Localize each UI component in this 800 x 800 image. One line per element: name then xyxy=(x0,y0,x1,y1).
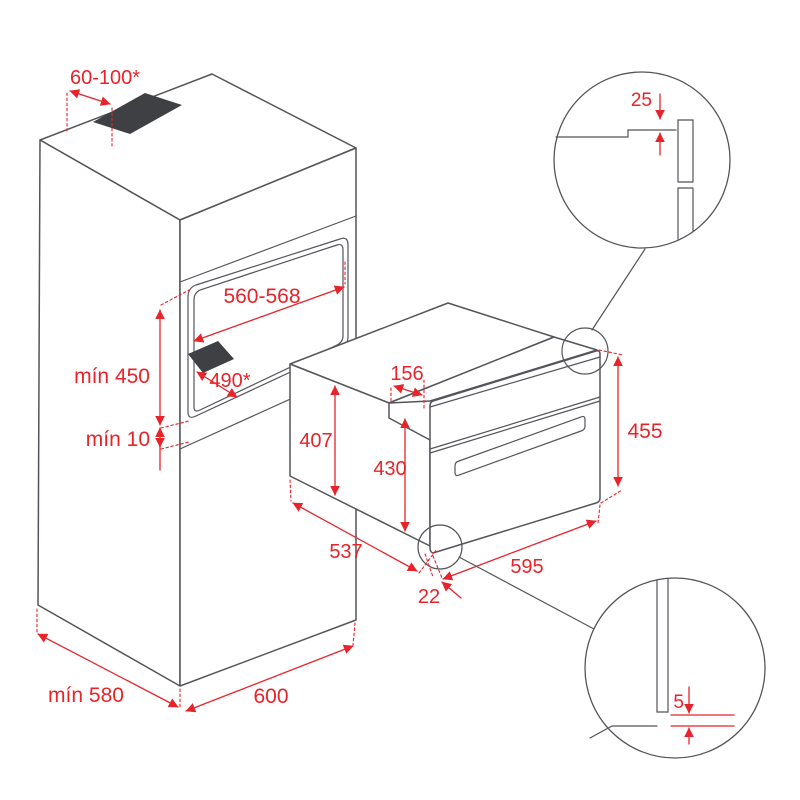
dim-leader-arrow xyxy=(441,581,462,599)
dim-front-height-label: 455 xyxy=(627,420,662,443)
ext-line xyxy=(160,289,190,306)
ext-line xyxy=(600,489,623,504)
ext-line xyxy=(289,479,292,502)
dim-arrow xyxy=(292,502,418,572)
ext-line xyxy=(598,349,624,356)
dimension-niche-height: mín 450 xyxy=(74,289,190,429)
dim-niche-depth-label: 490* xyxy=(209,370,250,392)
niche-opening-outer xyxy=(187,237,349,418)
dim-front-width-label: 595 xyxy=(510,556,543,578)
dim-frame-depth-label: 22 xyxy=(418,586,440,608)
dim-bottom-clearance-label: mín 10 xyxy=(86,428,150,451)
door-gap-line-lower xyxy=(429,400,601,454)
dimension-rear-height: 407 xyxy=(299,385,340,496)
callout-leader-top xyxy=(591,248,646,331)
ext-line xyxy=(160,420,190,429)
dim-vent-depth-label: 60-100* xyxy=(70,67,140,89)
frame-top-inner-line xyxy=(429,356,601,408)
dim-cabinet-width-label: 600 xyxy=(253,685,288,708)
dim-cabinet-depth-label: mín 580 xyxy=(48,684,124,707)
dim-arrow xyxy=(196,371,238,398)
dimension-frame-depth: 22 xyxy=(418,553,462,608)
dimension-niche-width: 560-568 xyxy=(193,261,346,343)
dimension-cabinet-width: 600 xyxy=(185,622,356,713)
oven-top-front-strip xyxy=(388,336,598,404)
dim-arrow xyxy=(393,384,423,397)
dim-top-recess-label: 156 xyxy=(390,363,423,385)
detail-top-door-profile xyxy=(677,119,694,240)
dim-arrow xyxy=(37,633,179,708)
ext-line xyxy=(597,504,601,524)
ext-line xyxy=(424,553,434,578)
dim-arrow xyxy=(193,285,345,343)
dim-niche-height-label: mín 450 xyxy=(74,365,150,388)
dim-arrow xyxy=(69,89,111,106)
dim-body-depth-label: 537 xyxy=(329,541,362,563)
dimension-front-width: 595 xyxy=(432,504,601,581)
detail-bottom-cabinet-profile xyxy=(589,725,658,739)
dim-arrow xyxy=(442,519,597,581)
cabinet-front-face xyxy=(37,139,181,687)
handle-recess xyxy=(454,415,586,477)
dim-arrow xyxy=(185,644,354,713)
dim-bottom-gap-label: 5 xyxy=(673,692,684,713)
oven xyxy=(289,302,609,570)
callout-leader-bottom xyxy=(458,556,595,630)
dim-body-height-label: 430 xyxy=(373,458,406,480)
door-gap-line-upper xyxy=(429,396,601,450)
ext-line xyxy=(352,622,356,646)
dim-top-overlap-label: 25 xyxy=(631,90,652,111)
callout-ring-top-corner xyxy=(561,327,609,375)
dim-rear-height-label: 407 xyxy=(299,430,332,452)
top-vent-cutout xyxy=(93,93,182,134)
detail-bottom-door-profile xyxy=(656,578,669,713)
niche-top-board-line xyxy=(179,215,357,283)
dimension-front-height: 455 xyxy=(598,349,663,504)
dim-niche-width-label: 560-568 xyxy=(223,285,300,308)
ext-line xyxy=(160,441,190,450)
detail-callout-bottom: 5 xyxy=(458,556,766,759)
dimension-top-recess: 156 xyxy=(390,363,425,411)
detail-circle-bottom xyxy=(584,577,766,759)
dimension-niche-depth: 490* xyxy=(196,370,251,398)
dimension-vent-top: 60-100* xyxy=(66,67,140,147)
detail-callout-top: 25 xyxy=(553,71,731,331)
ext-line xyxy=(432,555,443,579)
dimension-cabinet-depth: mín 580 xyxy=(36,608,181,710)
detail-top-cabinet-profile xyxy=(555,129,677,138)
detail-circle-top xyxy=(553,71,731,249)
dimension-bottom-clearance: mín 10 xyxy=(86,427,190,471)
oven-front-frame xyxy=(429,350,601,554)
niche-vent-cutout xyxy=(188,341,234,373)
